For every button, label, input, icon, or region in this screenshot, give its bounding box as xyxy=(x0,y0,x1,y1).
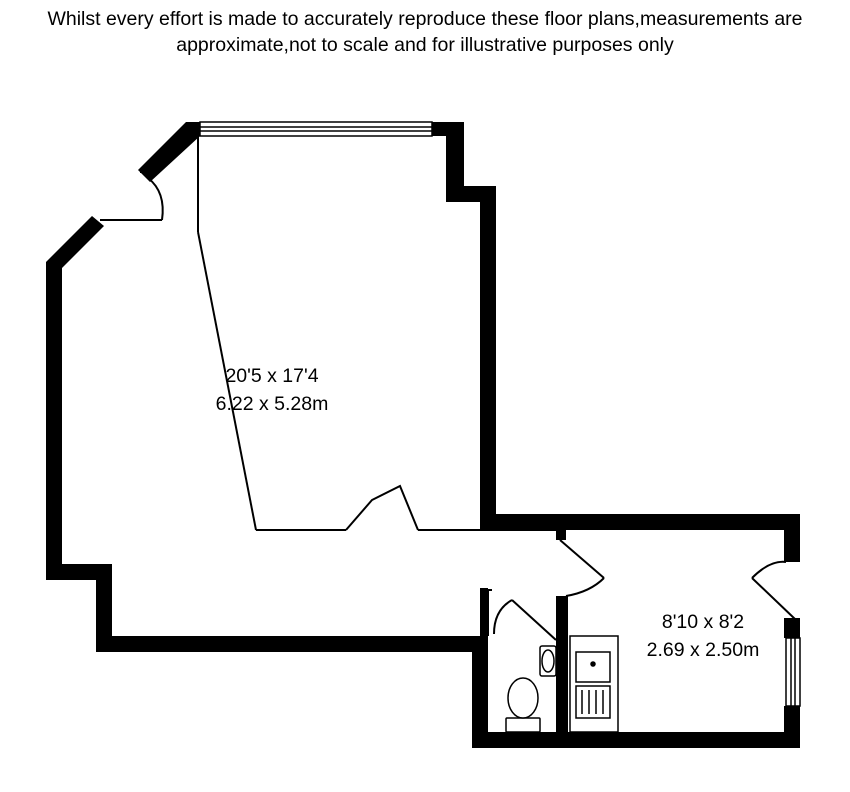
wall-left xyxy=(46,262,62,580)
room-main-imperial: 20'5 x 17'4 xyxy=(225,365,318,387)
disclaimer-line-1: Whilst every effort is made to accuratel… xyxy=(47,8,803,30)
wc-basin xyxy=(539,645,557,677)
wall-second-right-lower xyxy=(784,618,800,638)
wall-second-right-upper xyxy=(784,514,800,562)
door-second-arc xyxy=(565,577,605,597)
room-second-imperial: 8'10 x 8'2 xyxy=(662,611,744,633)
door-entrance-arc xyxy=(147,177,164,221)
door-inner-arc-left xyxy=(345,484,419,531)
room-main-metric: 6.22 x 5.28m xyxy=(216,393,329,415)
room-second-metric: 2.69 x 2.50m xyxy=(647,639,760,661)
door-second-leaf xyxy=(559,539,605,579)
wall-bottom-right xyxy=(472,732,800,748)
kitchen-sink-drain xyxy=(590,661,596,667)
fixtures xyxy=(505,635,619,733)
wall-right-main xyxy=(480,186,496,530)
toilet-bowl xyxy=(507,677,539,719)
partition-diagonal xyxy=(197,231,257,531)
kitchen-unit xyxy=(569,635,619,733)
kitchen-sink-bowl xyxy=(575,651,611,683)
doors xyxy=(140,171,797,641)
wc-toilet xyxy=(505,677,541,733)
kitchen-drainer xyxy=(575,685,611,719)
windows xyxy=(199,121,801,707)
door-wc-arc xyxy=(493,599,513,635)
wall-right-step-upper xyxy=(446,122,464,202)
wall-left-angle xyxy=(46,216,104,268)
window-right xyxy=(785,637,801,707)
wall-bottom-main xyxy=(96,636,488,652)
door-second-external-leaf xyxy=(751,577,797,621)
toilet-cistern xyxy=(505,717,541,733)
wall-lower-left-vertical xyxy=(96,564,112,652)
disclaimer-text: Whilst every effort is made to accuratel… xyxy=(0,6,850,58)
wall-second-top xyxy=(480,514,800,530)
wc-basin-bowl xyxy=(541,649,555,673)
wc-stubs xyxy=(480,530,568,736)
door-second-external-arc xyxy=(751,560,787,579)
room-labels: 20'5 x 17'4 6.22 x 5.28m 8'10 x 8'2 2.69… xyxy=(216,365,760,661)
disclaimer-line-2: approximate,not to scale and for illustr… xyxy=(176,34,674,56)
wall-top-angle xyxy=(138,122,200,182)
walls xyxy=(46,122,800,748)
window-top xyxy=(199,121,433,137)
second-left-stub-top xyxy=(556,530,566,540)
wall-wc-left xyxy=(472,636,488,748)
second-left-stub-mid xyxy=(556,596,568,736)
wall-lower-left-horizontal xyxy=(46,564,112,580)
door-wc-leaf xyxy=(511,599,557,641)
wc-left-stub xyxy=(480,588,488,638)
